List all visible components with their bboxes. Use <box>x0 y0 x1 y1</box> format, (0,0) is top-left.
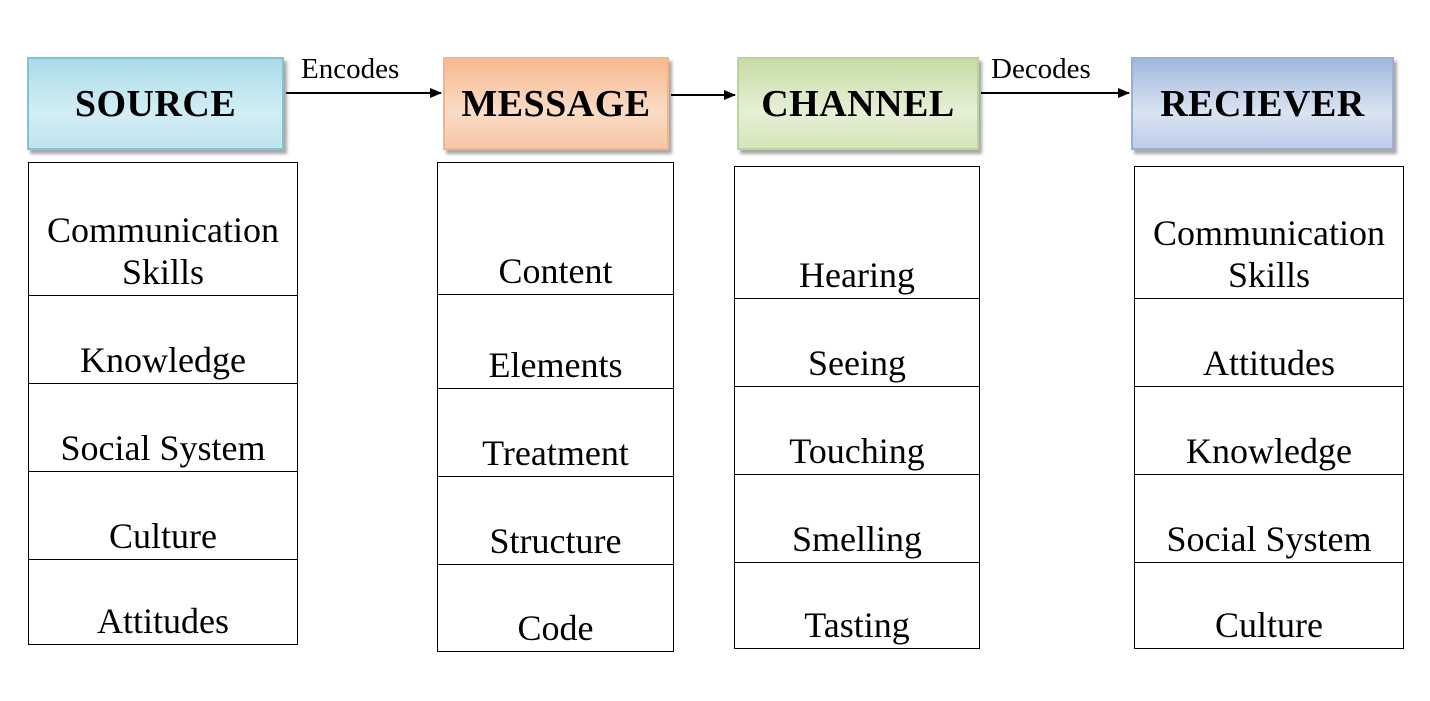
source-header: SOURCE <box>27 57 284 150</box>
receiver-item: Communication Skills <box>1153 213 1385 295</box>
message-header-label: MESSAGE <box>461 82 651 125</box>
receiver-item: Attitudes <box>1135 298 1403 386</box>
message-header: MESSAGE <box>443 57 669 150</box>
channel-item: Tasting <box>735 562 979 648</box>
receiver-item: Social System <box>1135 474 1403 562</box>
receiver-header-label: RECIEVER <box>1160 82 1365 125</box>
message-item: Code <box>438 564 673 651</box>
receiver-header: RECIEVER <box>1131 57 1394 150</box>
decodes-label: Decodes <box>991 53 1091 85</box>
channel-header-label: CHANNEL <box>761 82 955 125</box>
message-item: Treatment <box>438 388 673 476</box>
source-item: Communication Skills <box>47 210 279 292</box>
source-item: Culture <box>29 471 297 559</box>
encodes-label: Encodes <box>301 53 400 85</box>
message-item: Structure <box>438 476 673 564</box>
source-item: Attitudes <box>29 559 297 644</box>
receiver-item: Culture <box>1135 562 1403 648</box>
message-item: Content <box>498 251 613 291</box>
receiver-item: Knowledge <box>1135 386 1403 474</box>
channel-header: CHANNEL <box>737 57 979 150</box>
source-item: Social System <box>29 383 297 471</box>
channel-column: Hearing Seeing Touching Smelling Tasting <box>734 166 980 649</box>
channel-item: Touching <box>735 386 979 474</box>
source-item: Knowledge <box>29 295 297 383</box>
channel-item: Smelling <box>735 474 979 562</box>
channel-item: Hearing <box>799 255 915 295</box>
source-header-label: SOURCE <box>74 82 237 125</box>
source-column: Communication Skills Knowledge Social Sy… <box>28 162 298 645</box>
receiver-column: Communication Skills Attitudes Knowledge… <box>1134 166 1404 649</box>
channel-item: Seeing <box>735 298 979 386</box>
message-item: Elements <box>438 294 673 388</box>
message-column: Content Elements Treatment Structure Cod… <box>437 162 674 652</box>
